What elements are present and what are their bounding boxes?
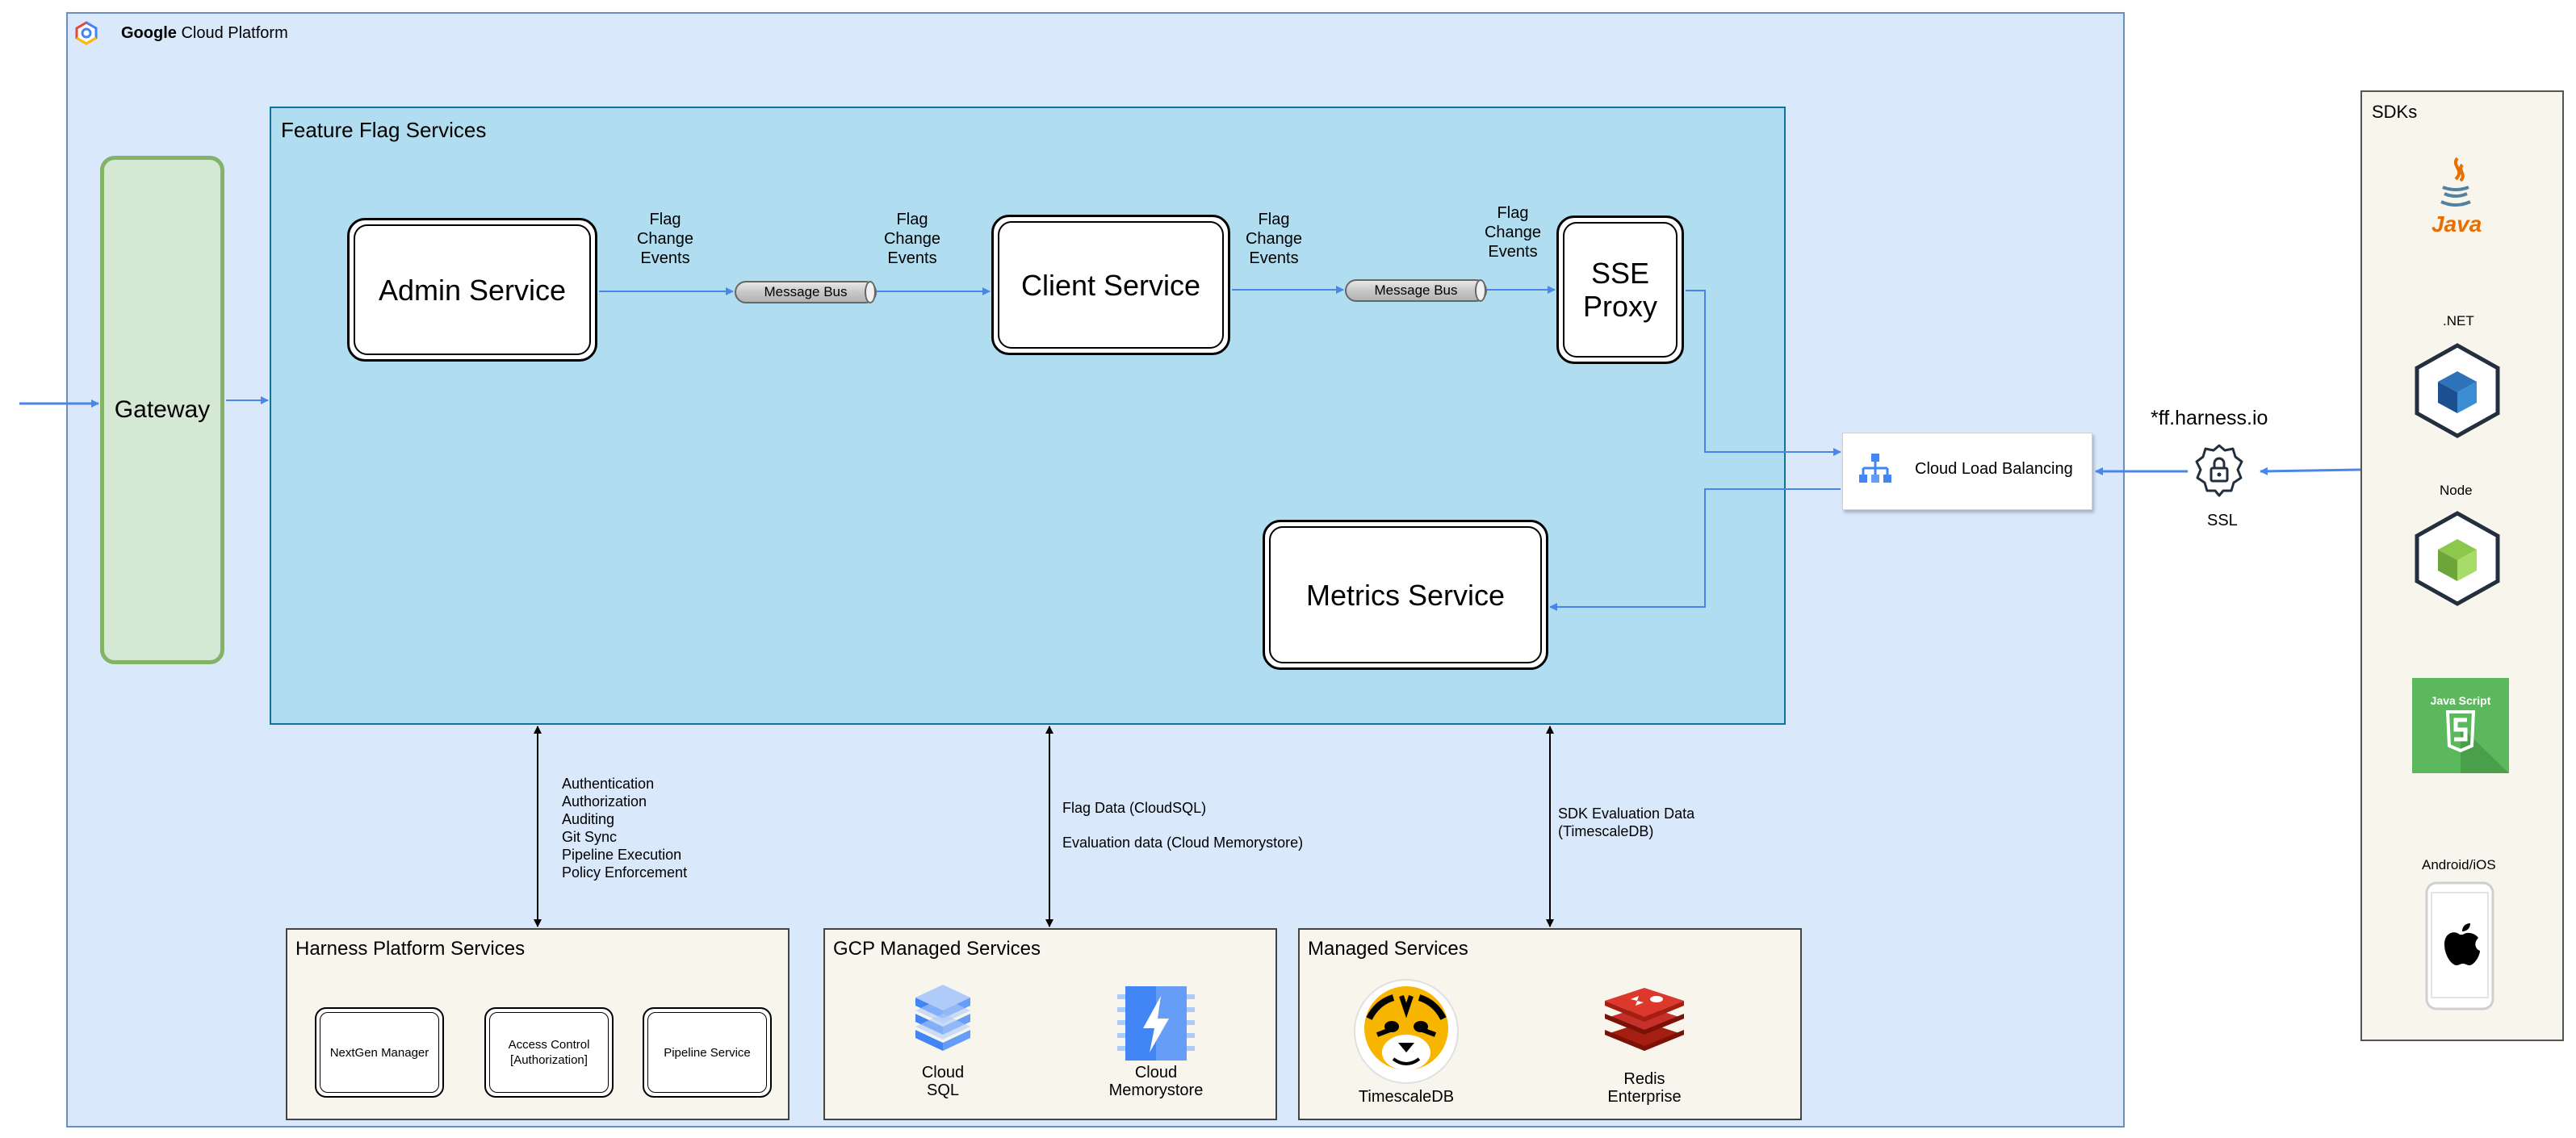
managed-connection-label: SDK Evaluation Data (TimescaleDB) (1558, 805, 1695, 839)
client-service-label: Client Service (1020, 268, 1201, 302)
redis-enterprise-icon (1600, 981, 1689, 1054)
pipeline-service-box[interactable]: Pipeline Service (643, 1007, 772, 1098)
java-icon (2430, 155, 2482, 216)
javascript-icon (2412, 678, 2509, 773)
node-icon (2412, 510, 2503, 607)
android-ios-label: Android/iOS (2422, 857, 2496, 872)
message-bus-1: Message Bus (735, 281, 877, 303)
admin-service-box[interactable]: Admin Service (347, 218, 597, 362)
node-label: Node (2440, 483, 2473, 498)
flag-change-events-label-3: Flag Change Events (1245, 211, 1303, 267)
timescaledb-tiger-icon (1353, 978, 1460, 1085)
cloud-load-balancing-icon (1857, 450, 1894, 487)
access-control-box[interactable]: Access Control [Authorization] (484, 1007, 614, 1098)
gcp-hexagon-icon (74, 21, 98, 45)
gateway-label: Gateway (114, 396, 211, 423)
cloud-sql-label: Cloud SQL (921, 1064, 965, 1099)
redis-enterprise-label: Redis Enterprise (1607, 1070, 1682, 1106)
ssl-shield-lock-icon (2191, 442, 2247, 499)
timescaledb-label: TimescaleDB (1358, 1088, 1455, 1106)
harness-connection-label: Authentication Authorization Auditing Gi… (562, 776, 688, 881)
gateway-box[interactable]: Gateway (100, 156, 224, 664)
client-service-box[interactable]: Client Service (991, 215, 1230, 355)
flag-change-events-label-2: Flag Change Events (883, 211, 941, 267)
flag-change-events-label-1: Flag Change Events (636, 211, 694, 267)
cloud-memorystore-icon (1116, 983, 1196, 1064)
sdks-to-ssl-arrow (2260, 466, 2361, 475)
mobile-apple-icon (2425, 881, 2494, 1010)
gcp-connection-label-1: Flag Data (CloudSQL) (1062, 800, 1207, 816)
metrics-service-box[interactable]: Metrics Service (1263, 520, 1548, 670)
gcp-title: Google Cloud Platform (121, 24, 288, 42)
ssl-label: SSL (2207, 512, 2238, 529)
dotnet-icon (2412, 342, 2503, 439)
gcp-managed-services-container (823, 928, 1277, 1120)
managed-services-title: Managed Services (1308, 938, 1468, 960)
metrics-service-label: Metrics Service (1305, 578, 1506, 612)
cloud-memorystore-label: Cloud Memorystore (1108, 1064, 1204, 1099)
javascript-label: Java Script (2430, 694, 2491, 707)
nextgen-manager-box[interactable]: NextGen Manager (315, 1007, 444, 1098)
lb-to-metrics-arrow (1549, 488, 1841, 611)
gcp-managed-services-title: GCP Managed Services (833, 938, 1041, 960)
sse-to-lb-arrow (1686, 290, 1841, 456)
harness-platform-services-title: Harness Platform Services (295, 938, 526, 960)
gcp-connection-label-2: Evaluation data (Cloud Memorystore) (1062, 835, 1304, 851)
flag-change-events-label-4: Flag Change Events (1484, 204, 1542, 261)
feature-flag-services-title: Feature Flag Services (281, 118, 487, 142)
sdks-title: SDKs (2372, 102, 2418, 122)
sse-proxy-box[interactable]: SSE Proxy (1556, 215, 1684, 364)
cloud-sql-icon (911, 981, 975, 1062)
cloud-load-balancing-box[interactable] (1842, 433, 2092, 510)
cloud-load-balancing-label: Cloud Load Balancing (1915, 460, 2073, 478)
sse-proxy-label: SSE Proxy (1582, 257, 1658, 323)
ssl-domain-label: *ff.harness.io (2151, 407, 2268, 429)
dotnet-label: .NET (2443, 313, 2474, 328)
message-bus-2: Message Bus (1345, 279, 1487, 302)
java-label: Java (2431, 211, 2482, 236)
admin-service-label: Admin Service (378, 273, 567, 307)
